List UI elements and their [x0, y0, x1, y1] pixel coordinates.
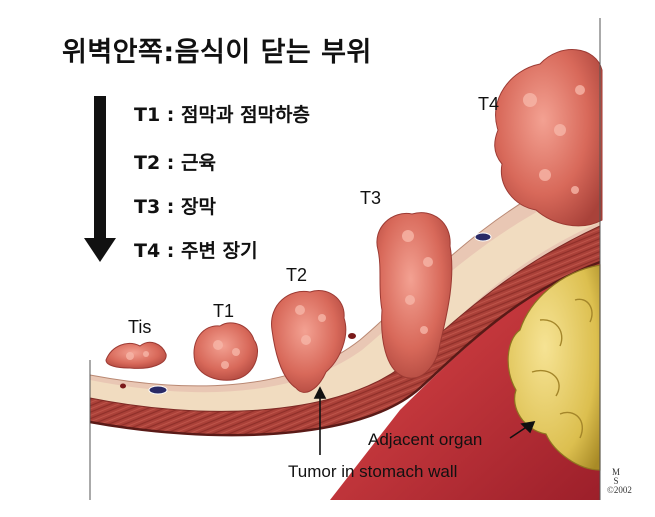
- stage-label-t3: T3 : 장막: [134, 196, 216, 218]
- wall-submucosa-layer: [90, 180, 600, 413]
- label-adjacent-organ: Adjacent organ: [368, 430, 483, 449]
- label-t1: T1: [213, 301, 235, 321]
- stage-label-t2: T2 : 근육: [134, 152, 216, 174]
- organ-folds: [531, 298, 593, 439]
- adjacent-organ: [507, 264, 601, 471]
- stage-label-t1: T1 : 점막과 점막하층: [134, 104, 310, 126]
- tumor-t4: [494, 49, 603, 227]
- page-title: 위벽안쪽:음식이 닫는 부위: [62, 37, 372, 68]
- depth-arrow-icon: [84, 96, 116, 262]
- label-tis: Tis: [128, 317, 152, 337]
- label-t4: T4: [478, 94, 500, 114]
- stage-label-t4: T4 : 주변 장기: [134, 240, 258, 262]
- artist-signature: M S ©2002: [607, 467, 632, 495]
- tumor-tis: [105, 341, 167, 369]
- label-tumor-in-stomach-wall: Tumor in stomach wall: [288, 462, 458, 481]
- tumor-t3: [376, 212, 453, 379]
- annotation-pointers: [313, 386, 536, 455]
- label-t2: T2: [286, 265, 308, 285]
- tumor-texture: [126, 85, 585, 369]
- wall-outer-edge: [89, 260, 601, 437]
- label-t3: T3: [360, 188, 382, 208]
- tumor-t1: [193, 322, 258, 381]
